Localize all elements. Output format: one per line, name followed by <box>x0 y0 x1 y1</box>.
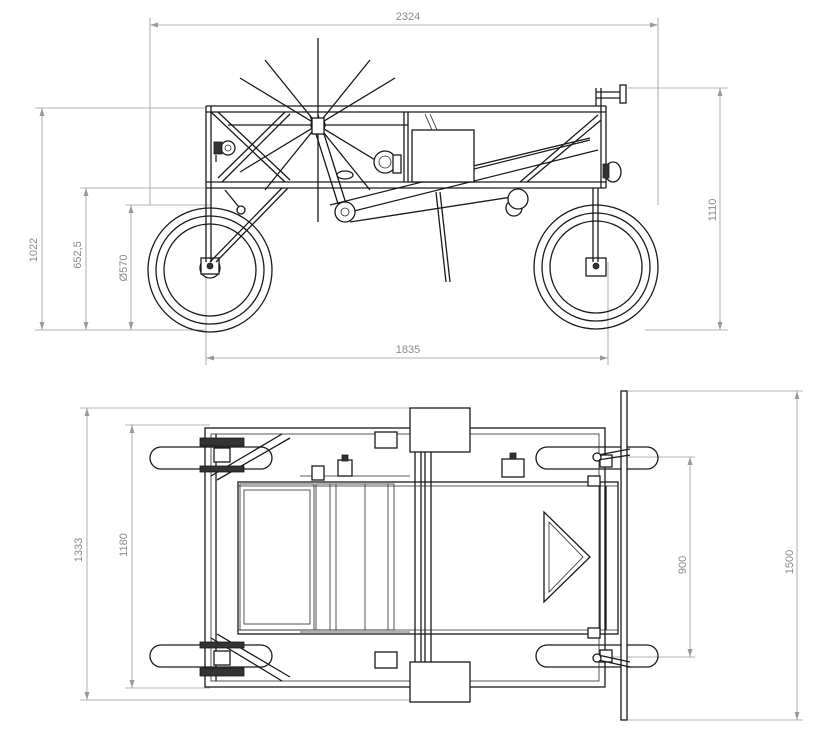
steering-column <box>592 84 627 262</box>
dim-bar-width: 1500 <box>628 390 803 721</box>
top-frame <box>204 427 606 688</box>
dim-wheel-diameter: Ø570 <box>118 204 210 330</box>
dim-frame-height: 1022 <box>28 107 205 331</box>
rear-wheel <box>147 207 273 333</box>
dim-frame-height-label: 1022 <box>28 238 40 262</box>
top-components <box>199 431 613 677</box>
dim-overall-length: 2324 <box>149 11 659 205</box>
dim-overall-width-label: 1333 <box>73 538 85 562</box>
side-view: 2324 1835 1022 652,5 <box>28 11 728 365</box>
steering-bar <box>592 390 631 721</box>
dim-bar-width-label: 1500 <box>784 550 796 574</box>
dim-wheelbase: 1835 <box>205 262 609 365</box>
engine-box <box>411 113 475 183</box>
front-wheel <box>533 204 659 330</box>
direction-triangle <box>543 510 591 604</box>
dim-overall-width: 1333 <box>73 407 420 701</box>
dim-track-width-label: 900 <box>677 556 689 574</box>
dim-axle-height-label: 652,5 <box>72 241 84 269</box>
top-view: 1333 1180 900 1500 <box>73 390 803 721</box>
dim-overall-length-label: 2324 <box>396 11 420 23</box>
dim-frame-width: 1180 <box>118 424 210 689</box>
dim-wheelbase-label: 1835 <box>396 344 420 356</box>
dim-overall-height: 1110 <box>628 87 728 331</box>
side-frame <box>205 105 607 263</box>
dim-frame-width-label: 1180 <box>118 533 130 557</box>
rear-hub <box>213 140 236 162</box>
drive-pulley <box>373 150 402 174</box>
conveyor-belt <box>237 475 619 635</box>
dim-wheel-diameter-label: Ø570 <box>118 255 130 282</box>
dim-overall-height-label: 1110 <box>707 199 719 222</box>
top-engine-boxes <box>409 407 471 703</box>
dim-axle-height: 652,5 <box>72 187 205 330</box>
